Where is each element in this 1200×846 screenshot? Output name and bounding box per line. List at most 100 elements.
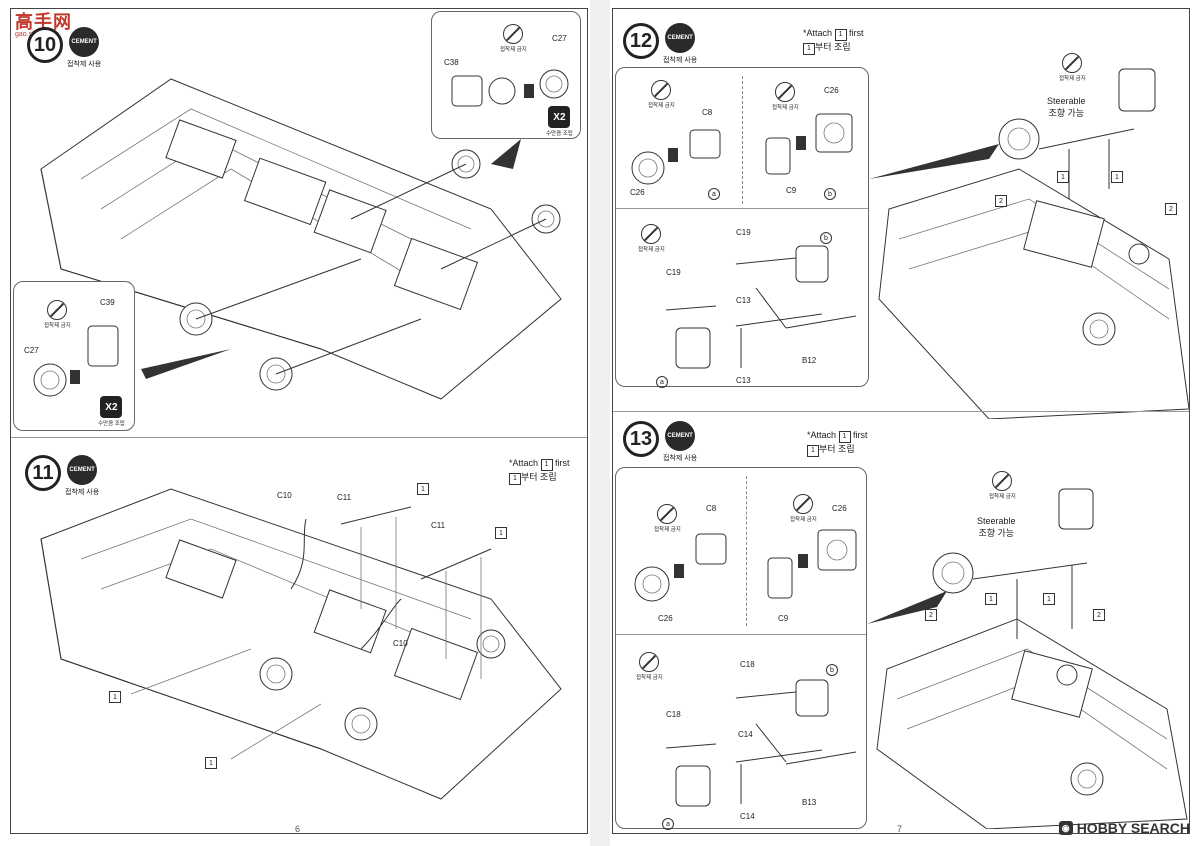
part-tag: 2 (995, 195, 1007, 207)
cement-icon: CEMENT (665, 421, 696, 451)
step-13-number: 13 (623, 421, 659, 457)
step-10-inset-top: 접착제 금지 C38 C27 X2 수만큼 조립 (431, 11, 581, 139)
part-tag: 1 (834, 29, 847, 41)
cement-caption: 접착제 사용 (663, 455, 698, 462)
no-cement-top: 접착제 금지 (500, 24, 527, 53)
no-cement-caption: 접착제 금지 (772, 105, 799, 111)
step-10-hull-drawing (40, 78, 562, 400)
no-cement-icon (793, 494, 814, 514)
part-label: C38 (444, 58, 459, 67)
steerable-note: Steerable 조향 가능 (1047, 95, 1086, 119)
part-label: C13 (736, 376, 751, 385)
steerable-text-kr: 조향 가능 (978, 528, 1015, 538)
part-label: C26 (832, 504, 847, 513)
part-label: C10 (277, 491, 292, 500)
step-13-cement: CEMENT 접착제 사용 (663, 421, 697, 463)
part-tag: 1 (1043, 593, 1055, 605)
step-11-number: 11 (25, 455, 61, 491)
circle-marker-a: a (656, 376, 668, 388)
no-cement-icon (47, 300, 68, 320)
sub-a-drawing (634, 533, 727, 602)
no-cement-lower: 접착제 금지 (638, 224, 665, 253)
sub-b-drawing (765, 113, 853, 175)
part-label: C9 (786, 186, 797, 195)
no-cement-icon (992, 471, 1013, 491)
note-text: first (552, 458, 570, 468)
step-11-cement: CEMENT 접착제 사용 (65, 455, 99, 497)
part-label: C14 (738, 730, 753, 739)
part-tag: 1 (985, 593, 997, 605)
hobby-search-logo: ◉ HOBBY SEARCH (1058, 820, 1190, 836)
multiplier-x2: X2 수만큼 조립 (98, 396, 125, 427)
no-cement-steer: 접착제 금지 (989, 471, 1016, 500)
hobby-search-text: HOBBY SEARCH (1076, 820, 1190, 836)
part-tag: 1 (1057, 171, 1069, 183)
page-number-right: 7 (897, 824, 903, 834)
part-tag: 1 (838, 431, 851, 443)
part-label: C8 (706, 504, 717, 513)
note-text: 부터 조립 (819, 444, 855, 454)
no-cement-caption: 접착제 금지 (1059, 76, 1086, 82)
no-cement-caption: 접착제 금지 (790, 517, 817, 523)
part-tag: 2 (925, 609, 937, 621)
part-label: C18 (740, 660, 755, 669)
multiplier-value: X2 (100, 396, 123, 418)
note-text: first (850, 430, 868, 440)
no-cement-icon (775, 82, 796, 102)
no-cement-a: 접착제 금지 (648, 80, 675, 109)
multiplier-value: X2 (548, 106, 571, 128)
part-label: C27 (552, 34, 567, 43)
no-cement-icon (1062, 53, 1083, 73)
steering-linkage-drawing (665, 245, 857, 369)
no-cement-icon (651, 80, 672, 100)
part-tag: 1 (109, 691, 121, 703)
no-cement-caption: 접착제 금지 (989, 494, 1016, 500)
cement-caption: 접착제 사용 (65, 489, 100, 496)
step-12-sub-assembly-box: 접착제 금지 C8 C26 a 접착제 금지 C26 C9 b 접착제 금지 (615, 67, 869, 388)
multiplier-x2: X2 수만큼 조립 (546, 106, 573, 137)
step-divider (11, 437, 587, 438)
sub-a-drawing (631, 129, 721, 185)
inset-part-drawing (451, 69, 569, 107)
no-cement-steer: 접착제 금지 (1059, 53, 1086, 82)
part-label: C26 (658, 614, 673, 623)
part-tag: 1 (803, 43, 815, 55)
step-13-hull-drawing (867, 488, 1188, 829)
part-tag: 2 (1093, 609, 1105, 621)
sub-b-drawing (767, 529, 857, 599)
part-tag: 1 (807, 445, 819, 457)
no-cement-caption: 접착제 금지 (500, 47, 527, 53)
part-tag: 1 (417, 483, 429, 495)
cement-caption: 접착제 사용 (663, 57, 698, 64)
steerable-text: Steerable (1047, 96, 1086, 106)
no-cement-caption: 접착제 금지 (654, 527, 681, 533)
no-cement-icon (639, 652, 660, 672)
step-10-inset-left: 접착제 금지 C39 C27 X2 수만큼 조립 (13, 281, 135, 431)
part-label: B13 (802, 798, 817, 807)
cement-caption: 접착제 사용 (67, 61, 102, 68)
circle-marker-a: a (662, 818, 674, 830)
no-cement-left: 접착제 금지 (44, 300, 71, 329)
no-cement-icon (503, 24, 524, 44)
no-cement-caption: 접착제 금지 (648, 103, 675, 109)
note-text: first (846, 28, 864, 38)
cement-icon: CEMENT (665, 23, 696, 53)
step-11-hull-drawing (40, 488, 562, 800)
sub-divider (616, 634, 866, 635)
part-label: C39 (100, 298, 115, 307)
part-label: C19 (736, 228, 751, 237)
no-cement-icon (641, 224, 662, 244)
part-label: C19 (666, 268, 681, 277)
page-number-left: 6 (295, 824, 301, 834)
part-label: C11 (431, 521, 446, 530)
circle-marker-b: b (824, 188, 836, 200)
steering-linkage-drawing (665, 679, 857, 807)
left-page: 高手网 gao.shou.com 10 CEMENT 접착제 사용 접착제 금지 (10, 8, 588, 834)
part-label: C10 (393, 639, 408, 648)
part-label: C14 (740, 812, 755, 821)
note-text: *Attach (803, 28, 835, 38)
